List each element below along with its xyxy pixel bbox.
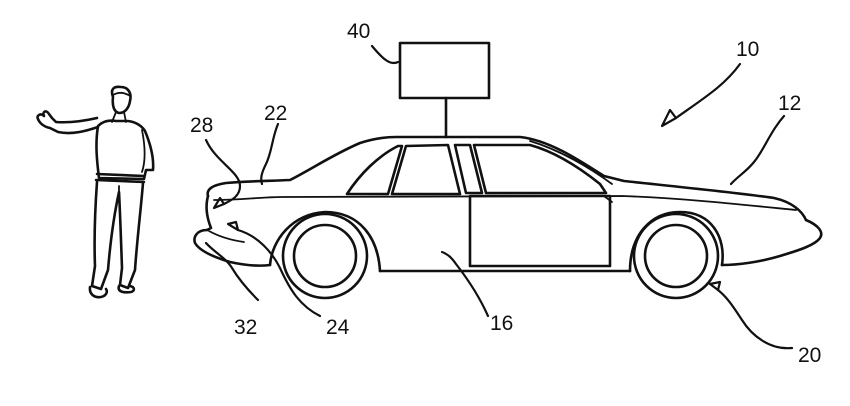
rear-rim	[292, 223, 358, 289]
ref-32: 32	[234, 316, 257, 339]
car-bumper-line	[208, 230, 245, 243]
person-arm-side	[141, 129, 146, 173]
b-pillar	[453, 143, 484, 195]
arrow-10	[660, 108, 678, 128]
person-right-shoe	[117, 284, 136, 294]
ref-10: 10	[736, 38, 759, 61]
ref-20: 20	[798, 344, 821, 367]
car-body	[193, 135, 823, 273]
ref-16: 16	[490, 312, 513, 335]
rear-door-window	[390, 143, 462, 196]
front-rim	[643, 223, 709, 289]
front-wheel-arch	[628, 210, 724, 273]
person-torso	[95, 119, 155, 181]
car-beltline	[213, 195, 797, 211]
person-head	[110, 85, 132, 115]
windshield	[529, 140, 613, 185]
car-front-bumper	[720, 218, 823, 267]
rear-wheel-arch	[268, 210, 382, 273]
ref-28: 28	[190, 114, 213, 137]
reference-numerals: 40 10 12 22 28 32 24 16 20	[190, 20, 821, 367]
leader-10	[674, 62, 742, 120]
car-windows	[345, 140, 613, 196]
person-legs	[90, 180, 145, 291]
car-rear-end	[205, 194, 213, 232]
leader-32	[204, 241, 260, 302]
ref-40: 40	[347, 20, 370, 43]
leader-12	[729, 114, 786, 186]
person-figure	[36, 85, 155, 299]
rear-quarter-window	[345, 144, 404, 196]
front-wheel	[632, 212, 720, 300]
person-hair	[112, 91, 131, 97]
arrow-24	[226, 220, 240, 232]
leader-20	[716, 288, 794, 350]
rear-wheel	[281, 212, 369, 300]
leader-16	[440, 250, 490, 318]
person-left-shoe	[88, 285, 109, 299]
leader-40	[370, 44, 400, 65]
leader-22	[260, 122, 280, 186]
front-door	[468, 194, 612, 268]
front-door-window	[472, 143, 608, 195]
ref-12: 12	[778, 92, 801, 115]
front-tire	[632, 212, 720, 300]
person-arm-extended	[36, 110, 100, 135]
leader-24	[236, 228, 322, 318]
arrow-28	[212, 196, 226, 210]
leader-lines	[204, 44, 794, 350]
rear-tire	[281, 212, 369, 300]
controller-box	[398, 41, 491, 100]
car-rear-bumper	[193, 228, 272, 267]
car-top-outline	[206, 135, 808, 222]
arrow-20	[708, 280, 722, 292]
ref-22: 22	[264, 102, 287, 125]
person-belt	[94, 172, 146, 184]
ref-24: 24	[326, 316, 350, 339]
leader-28	[204, 138, 242, 206]
door-detail	[603, 195, 613, 203]
